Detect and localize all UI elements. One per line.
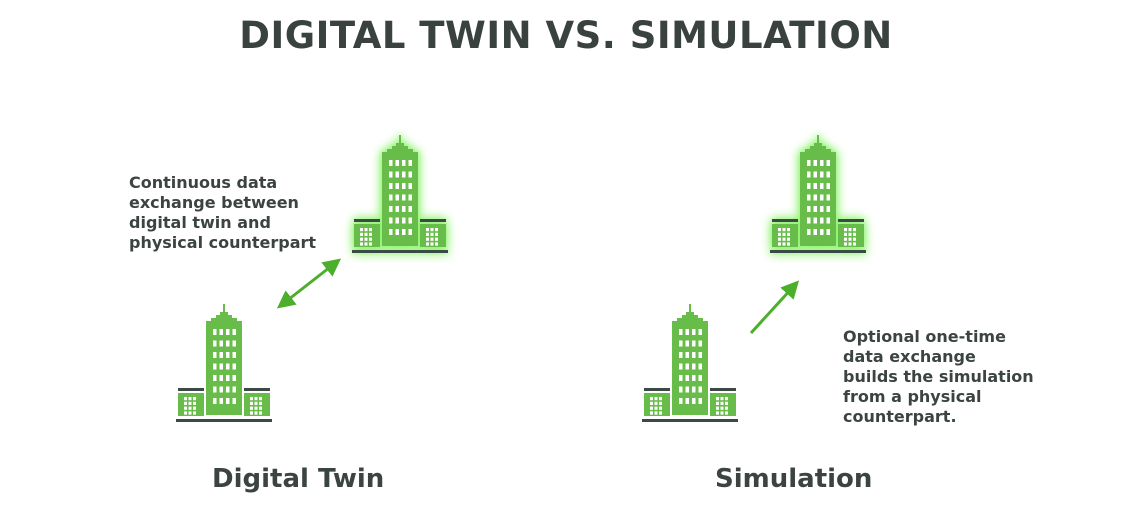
digital-twin-label: Digital Twin xyxy=(212,464,385,494)
simulation-building-icon xyxy=(770,135,866,253)
bidirectional-arrow-icon xyxy=(276,258,342,309)
digital-twin-note: Continuous data exchange between digital… xyxy=(129,173,317,252)
page-title: DIGITAL TWIN VS. SIMULATION xyxy=(239,14,893,57)
digital-twin-building-icon xyxy=(352,135,448,253)
physical-building-icon-twin xyxy=(176,304,272,422)
simulation-label: Simulation xyxy=(715,464,873,494)
one-way-arrow-icon xyxy=(749,280,800,335)
physical-building-icon-simulation xyxy=(642,304,738,422)
simulation-note: Optional one-time data exchange builds t… xyxy=(843,327,1034,426)
